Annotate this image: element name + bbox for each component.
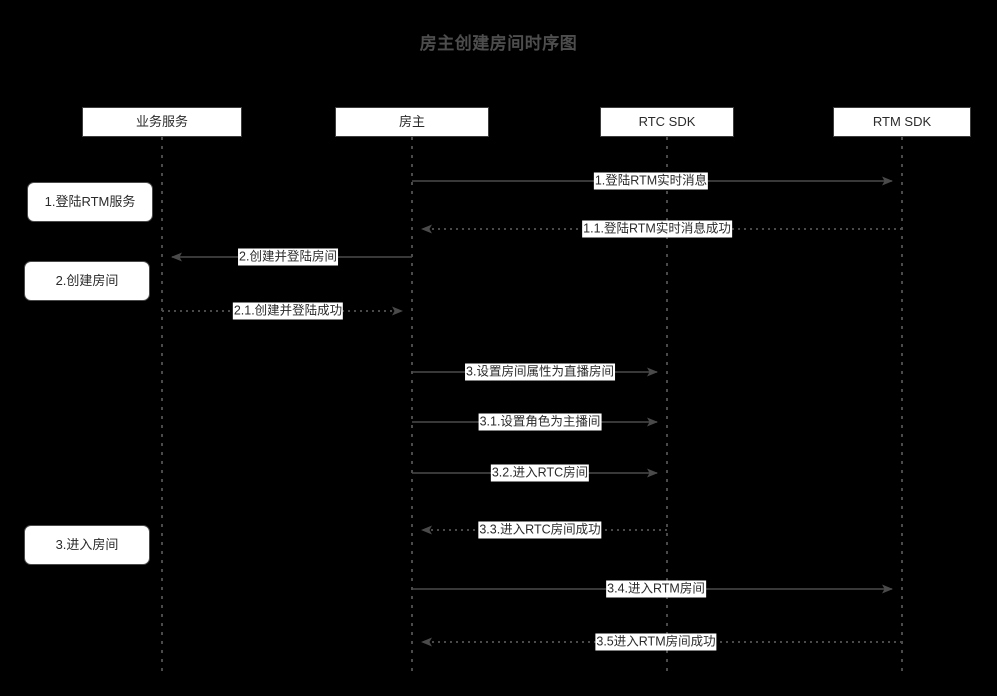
message-label-m1_1: 1.1.登陆RTM实时消息成功 [582, 220, 732, 238]
note-box-note1: 1.登陆RTM服务 [27, 182, 153, 222]
lifeline-lines [161, 137, 903, 672]
message-label-m1: 1.登陆RTM实时消息 [593, 172, 709, 190]
message-label-m2: 2.创建并登陆房间 [238, 248, 338, 266]
message-label-m3_2: 3.2.进入RTC房间 [490, 464, 590, 482]
message-label-m2_1: 2.1.创建并登陆成功 [232, 302, 344, 320]
lifeline-header-rtm[interactable]: RTM SDK [833, 107, 971, 137]
lifeline-header-host[interactable]: 房主 [335, 107, 489, 137]
page-title: 房主创建房间时序图 [419, 34, 578, 53]
note-box-note2: 2.创建房间 [24, 261, 150, 301]
message-label-m3_4: 3.4.进入RTM房间 [606, 580, 706, 598]
lifeline-header-rtc[interactable]: RTC SDK [600, 107, 734, 137]
message-label-m3: 3.设置房间属性为直播房间 [465, 363, 615, 381]
lifeline-header-biz[interactable]: 业务服务 [82, 107, 242, 137]
note-box-note3: 3.进入房间 [24, 525, 150, 565]
message-label-m3_3: 3.3.进入RTC房间成功 [478, 521, 602, 539]
message-label-m3_5: 3.5进入RTM房间成功 [595, 633, 717, 651]
message-label-m3_1: 3.1.设置角色为主播间 [478, 413, 602, 431]
